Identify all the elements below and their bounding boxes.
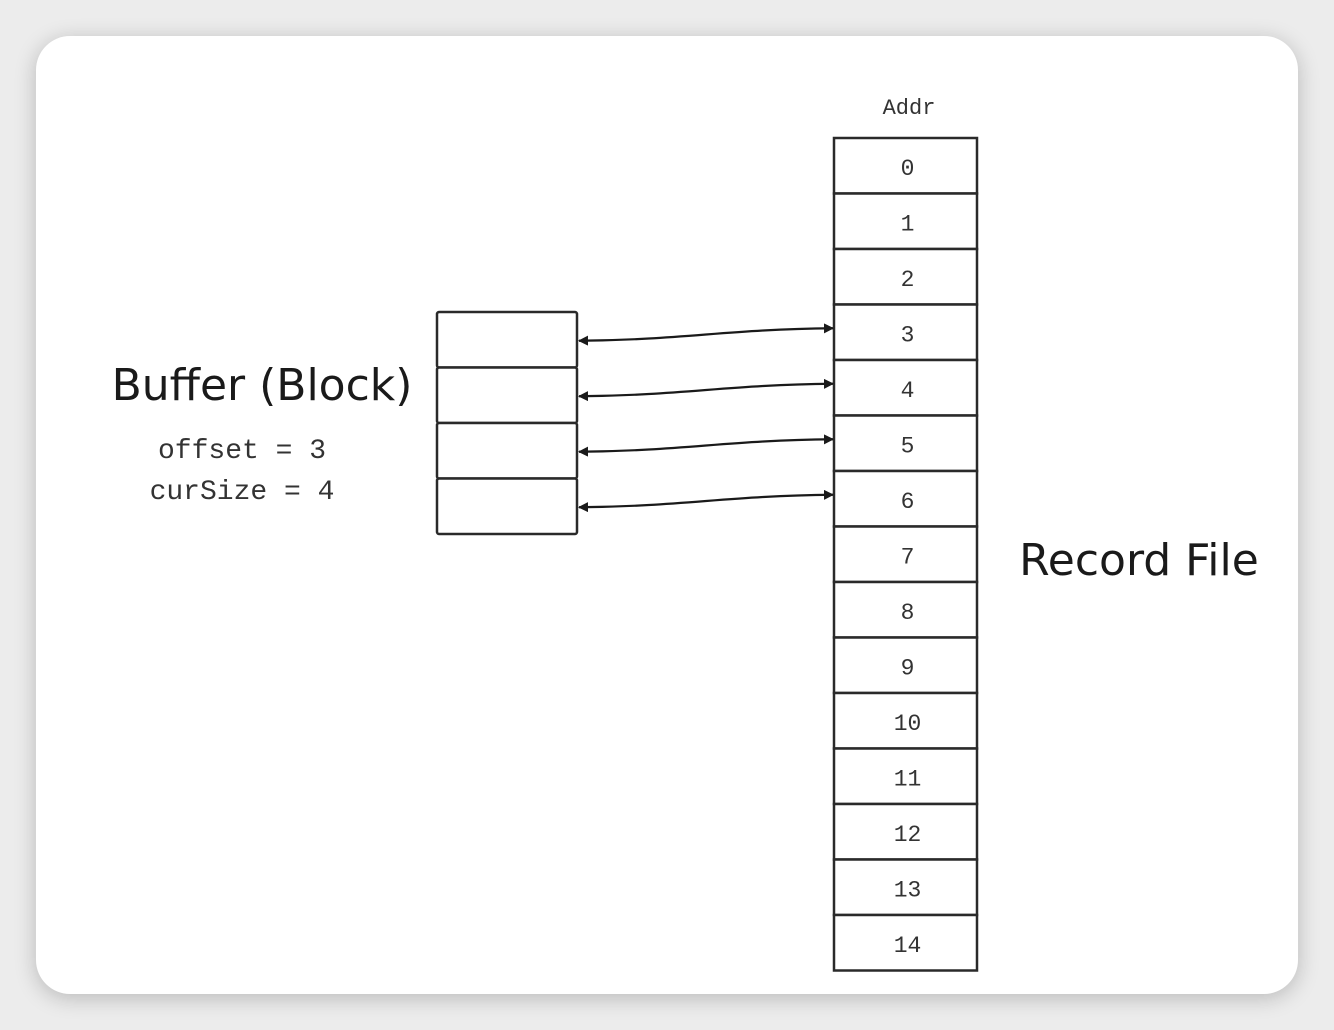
diagram-card xyxy=(36,36,1298,994)
record-address-label: 7 xyxy=(901,544,915,570)
record-file-cell xyxy=(832,802,979,861)
address-column-header: Addr xyxy=(883,96,936,121)
buffer-offset-label: offset = 3 xyxy=(158,436,326,467)
record-file-cell xyxy=(832,525,979,584)
record-address-label: 12 xyxy=(894,822,922,848)
record-file-cell xyxy=(832,747,979,806)
record-file-cell xyxy=(832,192,979,251)
record-file-cell xyxy=(832,469,979,528)
buffer-to-file-mappings xyxy=(578,323,834,513)
mapping-arrow xyxy=(578,323,834,346)
buffer-cursize-label: curSize = 4 xyxy=(150,477,335,508)
record-file-title: Record File xyxy=(1019,535,1259,586)
record-address-label: 13 xyxy=(894,877,922,903)
record-file-cell xyxy=(832,913,979,972)
record-file-cell xyxy=(832,858,979,917)
record-address-label: 11 xyxy=(894,766,922,792)
record-address-label: 5 xyxy=(901,433,915,459)
record-address-label: 14 xyxy=(894,933,922,959)
buffer-slot xyxy=(435,366,579,425)
mapping-arrow xyxy=(578,434,834,457)
mapping-arrow xyxy=(578,378,834,402)
buffer-slot xyxy=(435,310,579,369)
record-address-label: 2 xyxy=(901,267,915,293)
record-file-cell xyxy=(832,247,979,306)
record-address-label: 6 xyxy=(901,489,915,515)
record-address-label: 4 xyxy=(901,378,915,404)
record-file-cell xyxy=(832,580,979,639)
buffer-slot xyxy=(435,421,579,480)
record-file-cell xyxy=(832,636,979,695)
record-address-label: 0 xyxy=(901,156,915,182)
record-file-cell xyxy=(832,136,979,195)
mapping-arrow xyxy=(578,489,834,513)
record-address-label: 3 xyxy=(901,322,915,348)
record-address-label: 10 xyxy=(894,711,922,737)
record-address-label: 1 xyxy=(901,211,915,237)
buffer-title: Buffer (Block) xyxy=(112,360,413,411)
record-address-label: 9 xyxy=(901,655,915,681)
buffer-block xyxy=(435,310,579,536)
buffer-slot xyxy=(435,477,579,536)
record-address-label: 8 xyxy=(901,600,915,626)
